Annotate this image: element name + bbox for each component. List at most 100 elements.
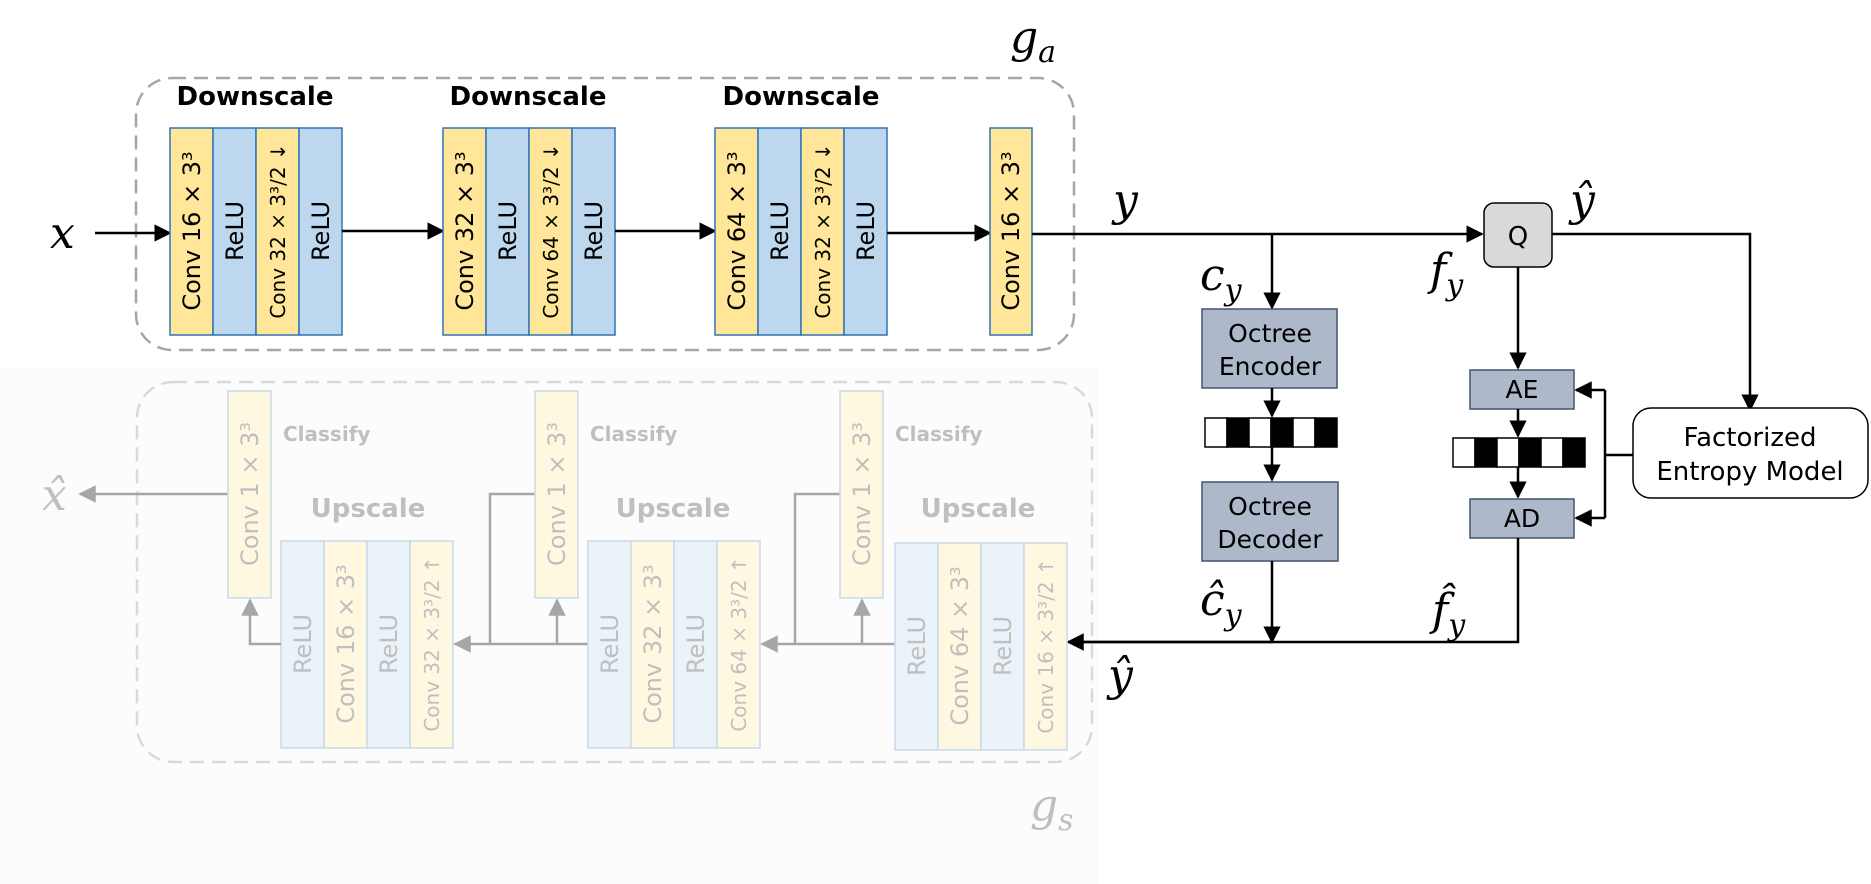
x-hat-label: x̂ bbox=[42, 470, 67, 521]
dec3-conv-a-label: Conv 64 × 3³ bbox=[946, 566, 974, 725]
dec3-relu-b bbox=[980, 542, 1025, 751]
enc1-conv-a bbox=[169, 127, 214, 336]
encoder-group bbox=[134, 76, 1076, 352]
octree-bitstream bbox=[1204, 417, 1338, 448]
enc3-relu-b-label: ReLU bbox=[852, 201, 880, 261]
decoder-group bbox=[135, 380, 1094, 764]
dec1-relu-b-label: ReLU bbox=[375, 614, 403, 674]
entropy-bitstream bbox=[1452, 437, 1586, 468]
downscale-title-3: Downscale bbox=[723, 82, 880, 112]
dec1-conv-b-label: Conv 32 × 3³/2 ↑ bbox=[420, 556, 444, 731]
q-to-entropy-arrow bbox=[1552, 232, 1759, 412]
ad-label: AD bbox=[1504, 504, 1540, 533]
y-label: y bbox=[1111, 175, 1139, 226]
dec2-conv-a bbox=[630, 540, 675, 749]
encoder-stage-2: Conv 32 × 3³ ReLU Conv 64 × 3³/2 ↓ ReLU bbox=[442, 127, 616, 336]
dec2-conv-b-label: Conv 64 × 3³/2 ↑ bbox=[727, 556, 751, 731]
enc2-relu-a-label: ReLU bbox=[494, 201, 522, 261]
decoder-stage-2: Conv 1 × 3³ ReLU Conv 32 × 3³ ReLU Conv … bbox=[534, 390, 761, 749]
octree-decoder-label-1: Octree bbox=[1228, 492, 1312, 521]
enc2-conv-b bbox=[528, 127, 573, 336]
enc1-conv-b-label: Conv 32 × 3³/2 ↓ bbox=[266, 143, 290, 318]
dec2-classify-bypass bbox=[488, 492, 535, 644]
octree-encoder-box bbox=[1201, 308, 1338, 389]
enc-final-conv-label: Conv 16 × 3³ bbox=[997, 151, 1025, 310]
enc1-relu-b-label: ReLU bbox=[307, 201, 335, 261]
octree-decoder-label-2: Decoder bbox=[1217, 525, 1323, 554]
ae-label: AE bbox=[1506, 375, 1539, 404]
quantizer-label: Q bbox=[1508, 222, 1528, 252]
dec3-conv-b bbox=[1023, 542, 1068, 751]
f-y-label: fy bbox=[1427, 245, 1464, 303]
dec2-classify-conv bbox=[534, 390, 579, 599]
enc1-relu-a bbox=[212, 127, 257, 336]
dec1-classify-conv bbox=[227, 390, 272, 599]
c-y-label: cy bbox=[1200, 250, 1243, 308]
dec2-relu-a bbox=[587, 540, 632, 749]
dec2-conv-a-label: Conv 32 × 3³ bbox=[639, 564, 667, 723]
classify-title-1: Classify bbox=[283, 422, 370, 446]
dec1-relu-b bbox=[366, 540, 411, 749]
dec1-relu-a bbox=[280, 540, 325, 749]
dec1-classify-label: Conv 1 × 3³ bbox=[236, 422, 264, 566]
enc3-relu-a-label: ReLU bbox=[766, 201, 794, 261]
dec3-classify-bypass bbox=[793, 492, 840, 644]
enc1-conv-a-label: Conv 16 × 3³ bbox=[178, 151, 206, 310]
dec2-relu-a-label: ReLU bbox=[596, 614, 624, 674]
enc3-conv-b bbox=[800, 127, 845, 336]
downscale-title-1: Downscale bbox=[177, 82, 334, 112]
encoder-stage-1: Conv 16 × 3³ ReLU Conv 32 × 3³/2 ↓ ReLU bbox=[169, 127, 343, 336]
ae-box bbox=[1469, 369, 1575, 410]
ad-box bbox=[1469, 498, 1575, 539]
classify-title-3: Classify bbox=[895, 422, 982, 446]
enc1-conv-b bbox=[255, 127, 300, 336]
dec1-relu-a-label: ReLU bbox=[289, 614, 317, 674]
enc2-conv-a bbox=[442, 127, 487, 336]
enc3-conv-a-label: Conv 64 × 3³ bbox=[723, 151, 751, 310]
c-hat-y-label: ĉy bbox=[1200, 575, 1243, 633]
decoder-stage-3: Conv 1 × 3³ ReLU Conv 64 × 3³ ReLU Conv … bbox=[839, 390, 1068, 751]
classify-title-2: Classify bbox=[590, 422, 677, 446]
enc2-relu-b bbox=[571, 127, 616, 336]
octree-decoder-box bbox=[1201, 481, 1339, 562]
g-a-label: ga bbox=[1010, 12, 1056, 70]
dec3-classify-label: Conv 1 × 3³ bbox=[848, 422, 876, 566]
dec1-conv-b bbox=[409, 540, 454, 749]
encoder-stage-3: Conv 64 × 3³ ReLU Conv 32 × 3³/2 ↓ ReLU bbox=[714, 127, 888, 336]
enc3-relu-b bbox=[843, 127, 888, 336]
dec2-conv-b bbox=[716, 540, 761, 749]
enc3-conv-b-label: Conv 32 × 3³/2 ↓ bbox=[811, 143, 835, 318]
y-hat-dec-label: ŷ bbox=[1106, 650, 1134, 701]
x-label: x bbox=[50, 208, 75, 259]
dec2-relu-b-label: ReLU bbox=[682, 614, 710, 674]
dec3-conv-b-label: Conv 16 × 3³/2 ↑ bbox=[1034, 558, 1058, 733]
enc2-conv-a-label: Conv 32 × 3³ bbox=[451, 151, 479, 310]
dec2-classify-label: Conv 1 × 3³ bbox=[543, 422, 571, 566]
g-s-label: gs bbox=[1030, 780, 1074, 838]
enc-final-conv bbox=[989, 127, 1033, 336]
dec1-conv-a bbox=[323, 540, 368, 749]
entropy-model-box bbox=[1632, 407, 1869, 499]
octree-encoder-label-1: Octree bbox=[1228, 319, 1312, 348]
downscale-title-2: Downscale bbox=[450, 82, 607, 112]
f-hat-y-label: f̂y bbox=[1429, 581, 1466, 643]
entropy-model-label-2: Entropy Model bbox=[1656, 457, 1843, 487]
decoder-stage-1: Conv 1 × 3³ ReLU Conv 16 × 3³ ReLU Conv … bbox=[227, 390, 454, 749]
dec1-conv-a-label: Conv 16 × 3³ bbox=[332, 564, 360, 723]
dec3-relu-b-label: ReLU bbox=[989, 616, 1017, 676]
dec3-relu-a bbox=[894, 542, 939, 751]
upscale-title-2: Upscale bbox=[616, 494, 731, 524]
upscale-title-3: Upscale bbox=[921, 494, 1036, 524]
dec3-classify-conv bbox=[839, 390, 884, 599]
upscale-title-1: Upscale bbox=[311, 494, 426, 524]
enc2-relu-a bbox=[485, 127, 530, 336]
dec3-relu-a-label: ReLU bbox=[903, 616, 931, 676]
enc1-relu-a-label: ReLU bbox=[221, 201, 249, 261]
dec2-relu-b bbox=[673, 540, 718, 749]
entropy-model-label-1: Factorized bbox=[1684, 423, 1817, 453]
enc2-relu-b-label: ReLU bbox=[580, 201, 608, 261]
enc2-conv-b-label: Conv 64 × 3³/2 ↓ bbox=[539, 143, 563, 318]
octree-encoder-label-2: Encoder bbox=[1219, 352, 1322, 381]
enc3-conv-a bbox=[714, 127, 759, 336]
